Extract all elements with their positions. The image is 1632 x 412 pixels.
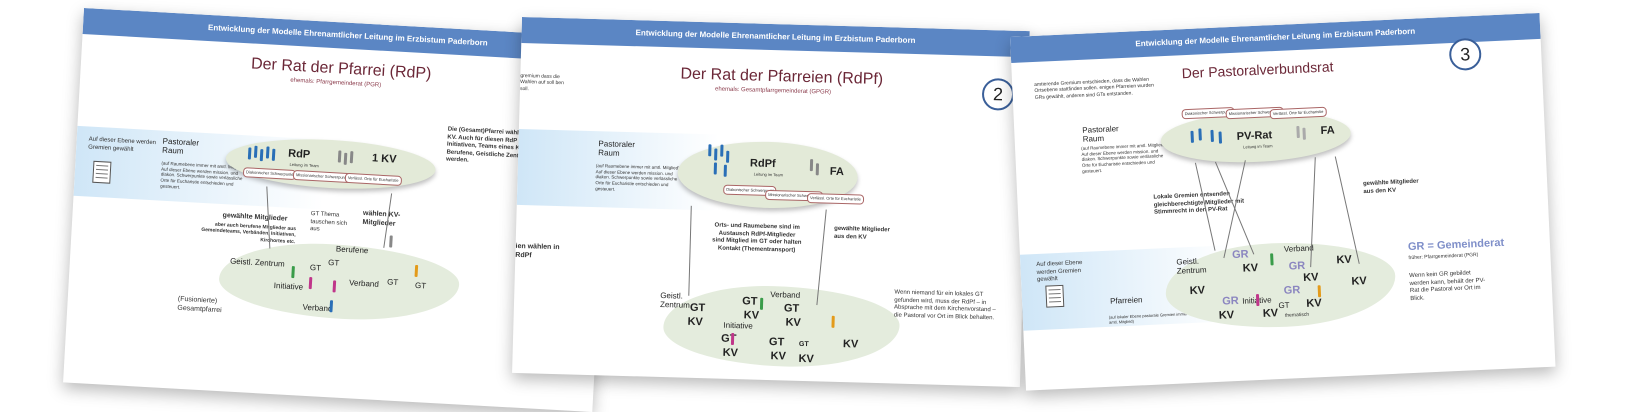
slide-number: 2 — [981, 77, 1015, 111]
member-icon — [389, 235, 393, 248]
rdpf-sub: Leitung im Team — [753, 171, 784, 178]
cut-text: gremium dass die Wahlen auf soll ben sol… — [519, 72, 564, 92]
kv-label: KV — [1306, 297, 1322, 310]
member-icon — [723, 164, 727, 177]
label-gt: GT — [309, 263, 322, 273]
member-icon — [831, 315, 835, 328]
slide-number: 3 — [1448, 37, 1482, 72]
label-gt: GT — [386, 277, 399, 287]
label-gt: GT — [327, 258, 340, 268]
pvrat-label: PV-Rat — [1236, 129, 1273, 143]
pastoral-label: Pastoraler Raum — [1082, 124, 1119, 144]
label-initiative: Initiative — [723, 320, 753, 331]
kv-label: KV — [743, 309, 760, 322]
pastoral-note: (auf Raumebene immer mit amtl. Mitglied)… — [595, 163, 680, 192]
left-note: Auf dieser Ebene werden Gremien gewählt — [1036, 259, 1083, 284]
kv-label: KV — [798, 352, 815, 366]
gt-label: GT — [783, 302, 800, 315]
gt-theme: GT Thema tauschen sich aus — [309, 210, 348, 233]
label-verband: Verband — [1283, 243, 1314, 254]
tag-eucharistie: Verlässl. Orte für Eucharistie — [806, 193, 864, 205]
gr-text: Wenn kein GR gebildet werden kann, behäl… — [1409, 270, 1486, 302]
label-gt: GT — [414, 280, 427, 291]
banner: Entwicklung der Modelle Ehrenamtlicher L… — [521, 17, 1030, 58]
member-icon — [714, 148, 718, 161]
gr-label: GR — [1231, 248, 1249, 262]
slide-title: Der Pastoralverbundsrat — [1181, 58, 1334, 82]
label-berufene: Berufene — [335, 244, 369, 256]
member-icon — [730, 332, 735, 346]
pastoral-note: (auf Raumebene immer mit amtl. Mitglied)… — [1081, 142, 1165, 174]
member-icon — [713, 162, 718, 175]
fa-label: FA — [1320, 124, 1335, 138]
kv-label: KV — [770, 350, 787, 363]
kv-label: KV — [1302, 271, 1319, 284]
kv-label: KV — [1242, 261, 1259, 275]
gt-label: GT — [741, 295, 758, 308]
pfarreien-label: Pfarreien — [1109, 295, 1143, 306]
member-icon — [1210, 129, 1214, 142]
member-icon — [1302, 127, 1306, 140]
connector-line — [688, 205, 692, 296]
gewaehlte-kv: gewählte Mitglieder aus den KV — [1362, 178, 1419, 195]
kv-label: KV — [1351, 275, 1367, 288]
label-gt: GT — [1278, 300, 1290, 311]
label-thematisch: thematisch — [1284, 311, 1310, 319]
gr-label: GR — [1283, 284, 1301, 297]
ballot-icon — [1045, 284, 1065, 308]
kv-label: 1 KV — [371, 152, 397, 166]
label-initiative: Initiative — [273, 281, 304, 292]
gt-label: GT — [768, 336, 785, 349]
kv-label: KV — [687, 315, 703, 329]
label-verband: Verband — [302, 302, 333, 314]
member-icon — [1190, 130, 1194, 143]
slide-title: Der Rat der Pfarrei (RdP) — [250, 55, 432, 83]
cut-label: ien wählen in RdPf — [515, 242, 560, 260]
slide-title: Der Rat der Pfarreien (RdPf) — [680, 65, 884, 89]
pastoral-label: Pastoraler Raum — [598, 139, 636, 158]
waehlen-label: wählen KV-Mitglieder — [362, 209, 401, 228]
kv-label: KV — [722, 346, 739, 360]
gewaehlte-kv: gewählte Mitglieder aus den KV — [833, 225, 890, 241]
center-text: Orts- und Raumebene sind im Austausch Rd… — [712, 222, 802, 254]
member-icon — [726, 150, 730, 163]
member-icon — [708, 144, 712, 157]
fusion-label: (Fusionierte) Gesamtpfarrei — [177, 295, 222, 314]
member-icon — [1270, 253, 1274, 266]
member-icon — [1296, 125, 1300, 139]
kv-label: KV — [1262, 307, 1279, 320]
fa-label: FA — [829, 165, 845, 179]
kv-label: KV — [785, 316, 802, 329]
member-icon — [759, 297, 764, 310]
gt-label: GT — [798, 340, 809, 349]
gr-label: GR — [1221, 294, 1239, 308]
kv-label: KV — [1336, 253, 1353, 267]
kv-label: KV — [1218, 309, 1235, 322]
ballot-icon — [92, 160, 112, 184]
cut-text: amtierende Gremium entschieden, dass die… — [1034, 76, 1155, 101]
gr-label: GR — [1288, 259, 1306, 273]
slide-subtitle: ehemals: Gesamtpfarrgemeinderat (GPGR) — [714, 86, 832, 96]
slide-3: Entwicklung der Modelle Ehrenamtlicher L… — [1010, 12, 1556, 391]
member-icon — [720, 144, 724, 157]
member-icon — [1317, 285, 1322, 298]
label-verband: Verband — [770, 290, 801, 300]
member-icon — [1198, 128, 1202, 141]
kv-label: KV — [842, 338, 859, 351]
label-geistl-zentrum: Geistl. Zentrum — [1176, 256, 1207, 276]
pastoral-label: Pastoraler Raum — [161, 136, 200, 156]
member-icon — [809, 159, 814, 172]
rdp-label: RdP — [287, 147, 311, 161]
kv-label: KV — [1189, 284, 1206, 298]
gt-label: GT — [689, 301, 706, 315]
member-icon — [1255, 293, 1260, 307]
label-verband: Verband — [348, 278, 380, 289]
slide-2: Entwicklung der Modelle Ehrenamtlicher L… — [512, 17, 1030, 388]
member-icon — [815, 163, 820, 176]
rdpf-label: RdPf — [749, 157, 776, 171]
bottom-text: Wenn niemand für ein lokales GT gefunden… — [893, 289, 996, 321]
member-icon — [1218, 131, 1223, 144]
